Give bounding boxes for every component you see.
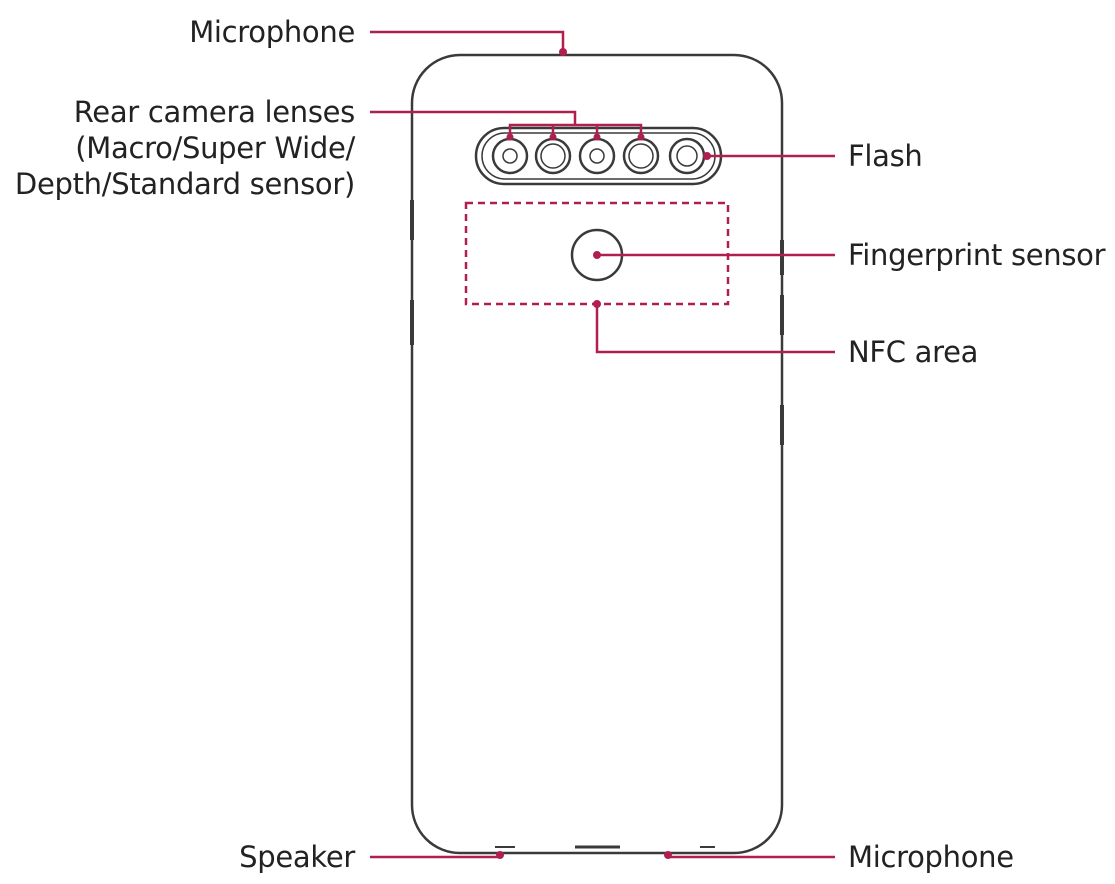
callout-rear-camera-bracket: [508, 123, 643, 137]
dot-microphone-top: [559, 48, 567, 56]
dot-lens: [593, 133, 601, 141]
callout-microphone-top: [370, 30, 565, 55]
phone-outline: [410, 53, 784, 855]
flash-light-core: [676, 145, 698, 167]
lens-super-wide-core: [540, 143, 566, 169]
dot-microphone-bottom: [664, 851, 672, 859]
lens-macro: [491, 137, 529, 175]
label-nfc-area: NFC area: [848, 335, 979, 369]
dot-nfc: [593, 300, 601, 308]
phone-body: [410, 53, 784, 855]
flash-light: [668, 137, 706, 175]
callout-nfc: [595, 304, 835, 354]
callout-dots: [496, 48, 711, 859]
lens-depth: [578, 137, 616, 175]
callout-lines: [370, 30, 835, 859]
label-rear-camera-line2: (Macro/Super Wide/: [75, 131, 355, 165]
lens-standard-core: [628, 143, 654, 169]
label-flash: Flash: [848, 139, 923, 173]
dot-lens: [506, 133, 514, 141]
label-microphone-bottom: Microphone: [848, 840, 1014, 874]
label-rear-camera-line3: Depth/Standard sensor): [14, 167, 355, 201]
callout-rear-camera: [370, 110, 577, 125]
dot-fingerprint: [593, 251, 601, 259]
dot-speaker: [496, 851, 504, 859]
dot-flash: [703, 152, 711, 160]
label-speaker: Speaker: [239, 840, 355, 874]
label-rear-camera-line1: Rear camera lenses: [73, 95, 356, 129]
dot-lens: [637, 133, 645, 141]
lens-macro-core: [502, 148, 518, 164]
lens-depth-core: [589, 148, 605, 164]
label-fingerprint-sensor: Fingerprint sensor: [848, 238, 1106, 272]
dot-lens: [549, 133, 557, 141]
label-microphone-top: Microphone: [189, 15, 355, 49]
